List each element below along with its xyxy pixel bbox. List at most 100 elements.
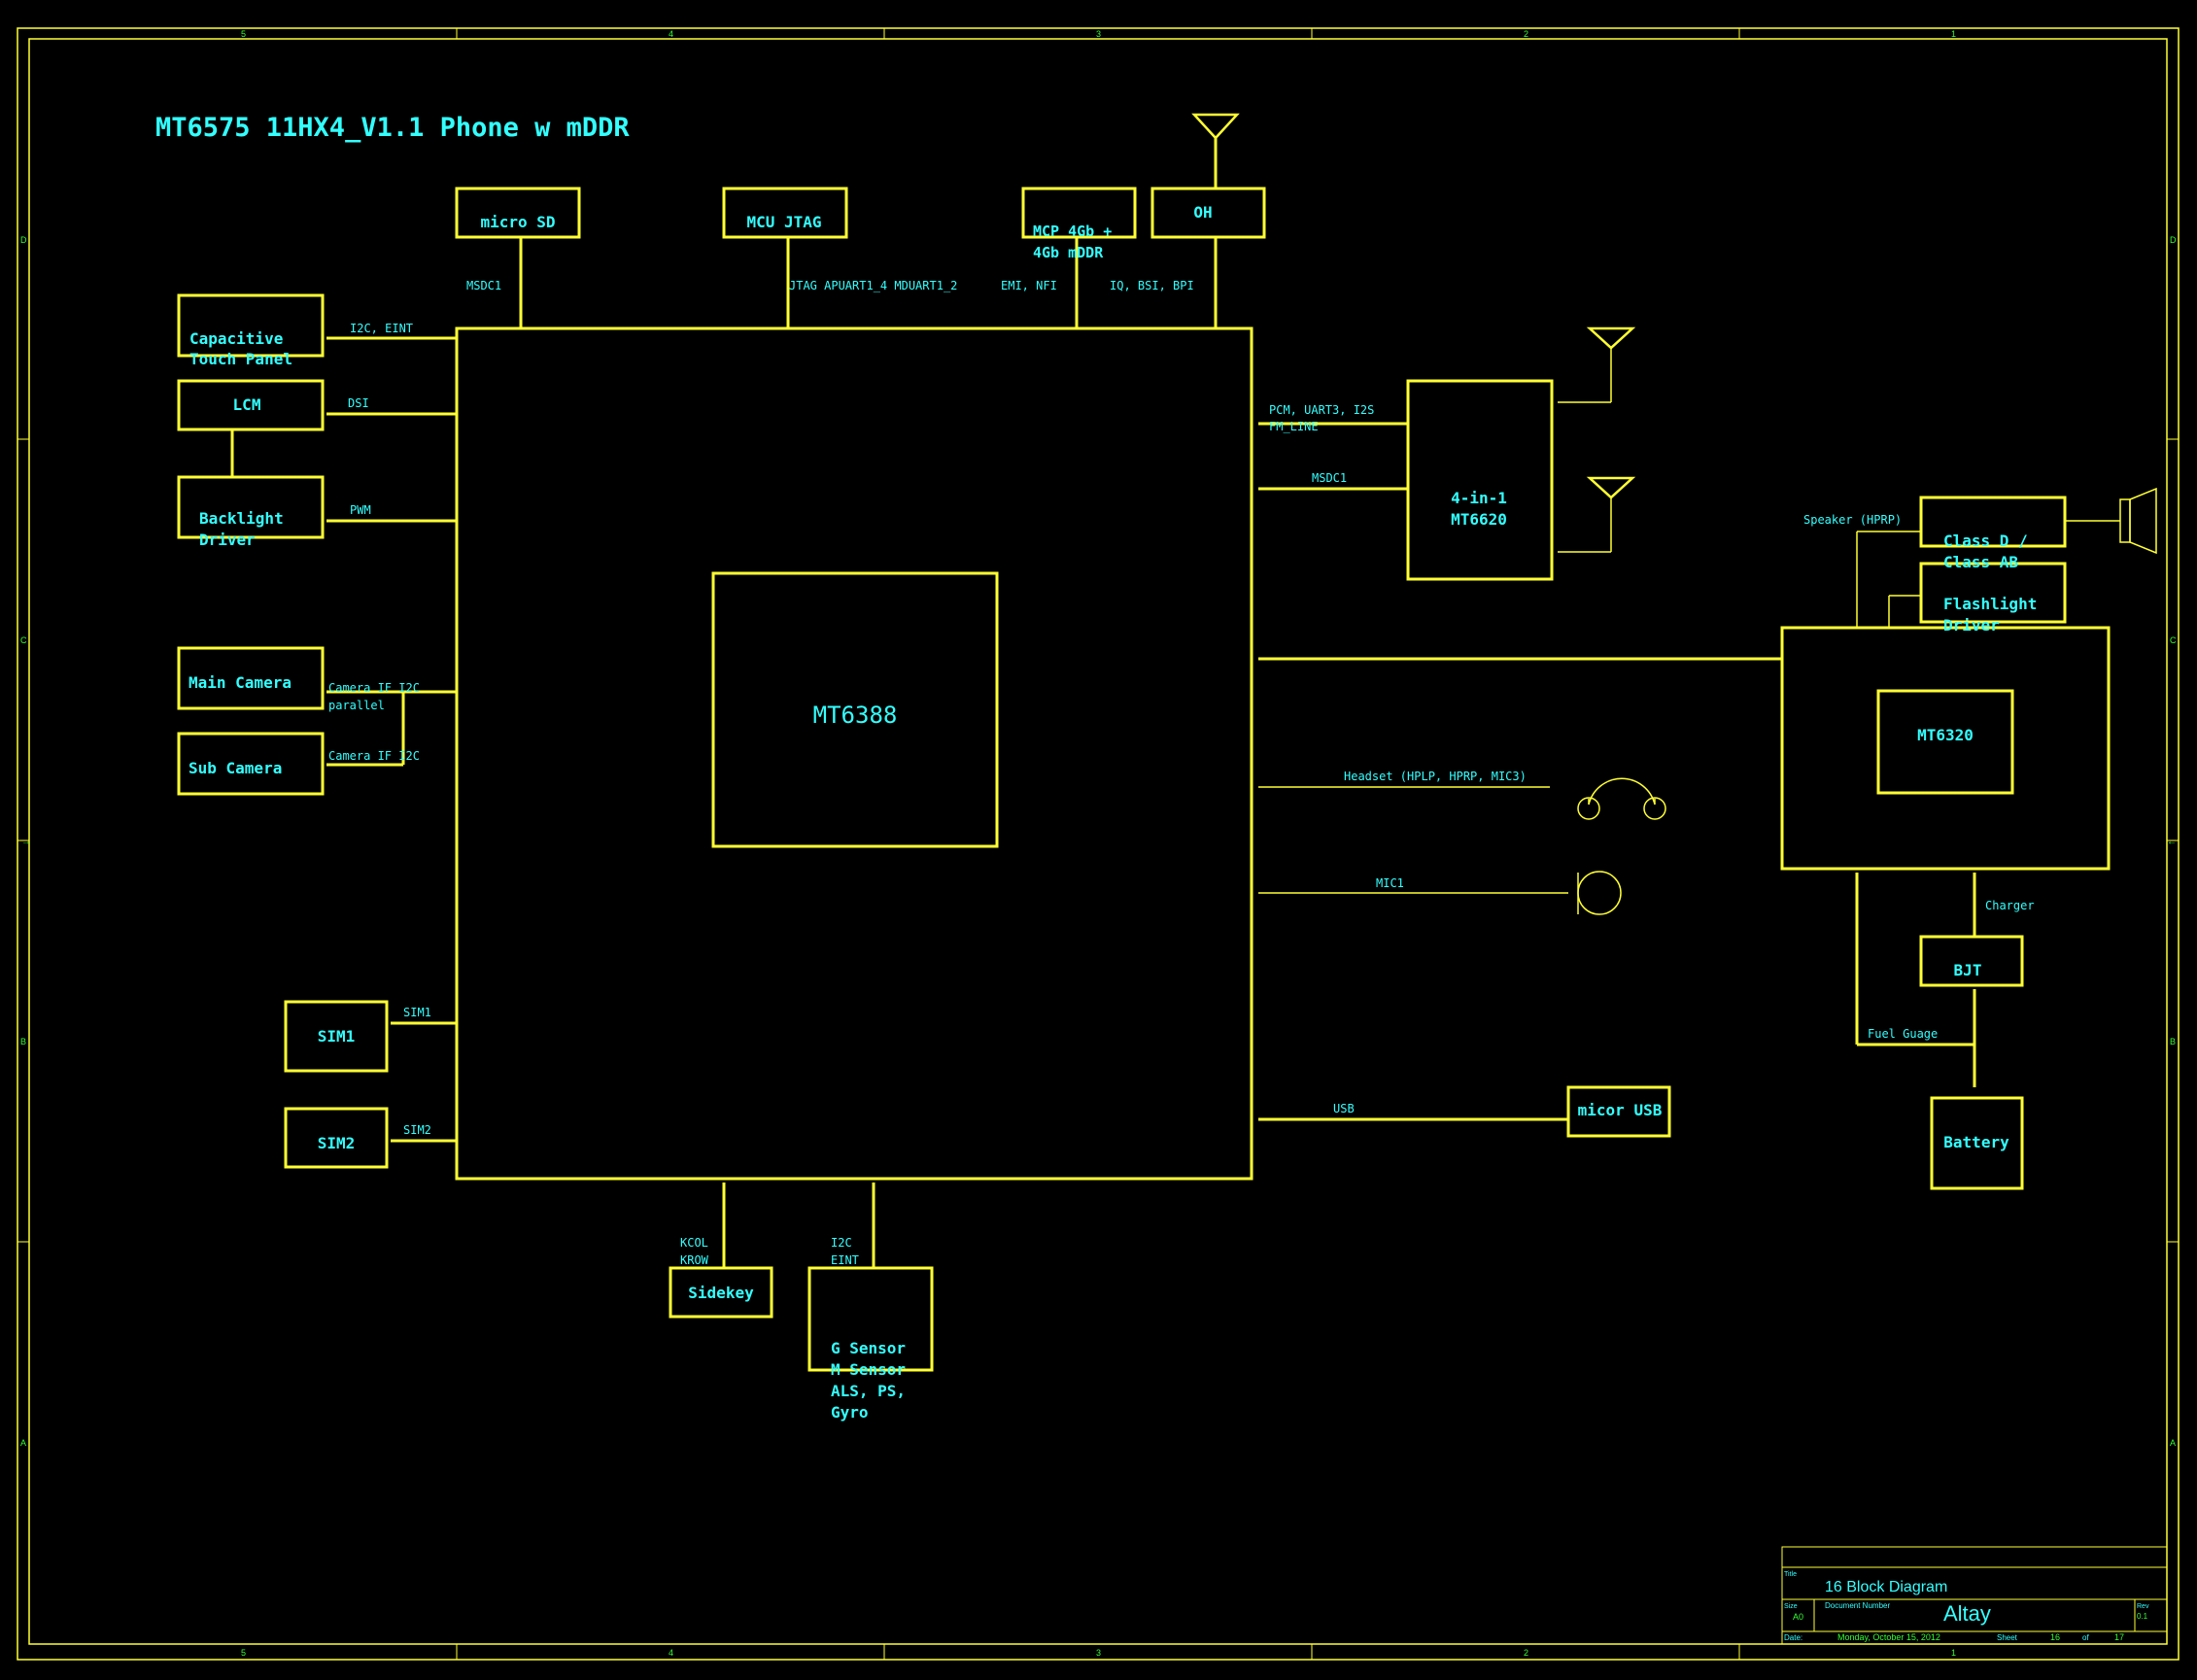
size-caption: Size [1784,1603,1798,1610]
col-label: 3 [1096,29,1101,39]
flashlight-label-line2: Driver [1943,616,2000,634]
signal-krow: KROW [680,1253,709,1267]
col-label: 2 [1524,1648,1528,1658]
micro-sd-label: micro SD [480,213,555,231]
signal-emi: EMI, NFI [1001,279,1057,292]
mcp-label-line2: 4Gb mDDR [1033,244,1104,261]
g-sensor-label-line1: G Sensor [831,1339,906,1357]
main-chip-outer [455,326,1253,1181]
micro-usb-block [1566,1085,1671,1138]
bjt-block [1919,935,2024,987]
row-label: A [2170,1438,2176,1448]
g-sensor-label-line2: M Sensor [831,1360,906,1379]
capacitive-touch-block [177,293,325,358]
col-label: 1 [1951,29,1956,39]
docnum-caption: Document Number [1825,1601,1890,1610]
col-label: 1 [1951,1648,1956,1658]
signal-i2c-bottom: I2C [831,1236,852,1250]
col-label: 4 [669,29,673,39]
battery-block [1930,1096,2024,1190]
battery-label: Battery [1943,1133,2009,1151]
row-label: B [20,1037,26,1046]
rev-value: 0.1 [2137,1612,2148,1621]
four-in-one-label-line2: MT6620 [1451,510,1507,529]
signal-iq: IQ, BSI, BPI [1110,279,1194,292]
col-label: 2 [1524,29,1528,39]
signal-camera-if-2: Camera IF I2C [328,749,420,763]
col-label: 3 [1096,1648,1101,1658]
of-caption: of [2082,1633,2089,1642]
row-label: C [20,635,27,645]
microphone-icon [1577,871,1622,915]
headphones-icon [1577,777,1666,820]
drawing-frame: → ← [17,27,2180,1661]
mcp-block [1021,187,1137,239]
micro-sd-block [455,187,581,239]
sub-camera-block [177,732,325,796]
signal-msdc1: MSDC1 [466,279,501,292]
class-d-label-line1: Class D / [1943,531,2028,550]
docnum-value: Altay [1943,1601,1991,1626]
title-caption: Title [1784,1571,1797,1578]
row-label: C [2170,635,2177,645]
signal-i2c-eint: I2C, EINT [350,322,413,335]
date-caption: Date: [1784,1633,1802,1642]
signal-pcm: PCM, UART3, I2S [1269,403,1374,417]
signal-jtag: JTAG APUART1_4 MDUART1_2 [789,279,957,292]
sheet-caption: Sheet [1997,1633,2018,1642]
backlight-label-line1: Backlight [199,509,284,528]
signal-sim2: SIM2 [403,1123,431,1137]
signal-msdc1-right: MSDC1 [1312,471,1347,485]
lcm-block [177,379,325,431]
size-value: A0 [1793,1612,1803,1622]
row-label: A [20,1438,26,1448]
flashlight-label-line1: Flashlight [1943,595,2037,613]
sidekey-block [669,1266,773,1319]
frame-marker: → [21,837,31,847]
mcu-jtag-block [722,187,848,239]
signal-speaker: Speaker (HPRP) [1803,513,1902,527]
capacitive-label-line1: Capacitive [189,329,283,348]
g-sensor-label-line4: Gyro [831,1403,869,1422]
sim1-label: SIM1 [318,1027,356,1046]
backlight-block [177,475,325,539]
row-label: D [20,235,27,245]
signal-sim1: SIM1 [403,1006,431,1019]
antenna-icon [1586,476,1636,499]
pmic-core [1876,689,2014,795]
flashlight-block [1919,562,2067,624]
backlight-label-line2: Driver [199,531,256,549]
antenna-icon [1586,326,1636,350]
row-label: D [2170,235,2177,245]
col-label: 4 [669,1648,673,1658]
main-chip-core [711,571,999,848]
of-value: 17 [2114,1632,2124,1642]
main-camera-label: Main Camera [189,673,292,692]
four-in-one-label-line1: 4-in-1 [1451,489,1507,507]
lcm-label: LCM [233,395,261,414]
oh-label: OH [1193,203,1212,222]
signal-pwm: PWM [350,503,371,517]
frame-marker: ← [2167,837,2177,847]
signal-dsi: DSI [348,396,369,410]
col-label: 5 [241,1648,246,1658]
bjt-label: BJT [1954,961,1982,979]
capacitive-label-line2: Touch Panel [189,350,292,368]
pmic-label: MT6320 [1917,726,1974,744]
row-label: B [2170,1037,2176,1046]
title-value: 16 Block Diagram [1825,1579,1947,1595]
signal-eint-bottom: EINT [831,1253,859,1267]
signal-fm-line: FM_LINE [1269,420,1319,433]
sheet-value: 16 [2050,1632,2060,1642]
signal-camera-if-1: Camera IF I2C [328,681,420,695]
sub-camera-label: Sub Camera [189,759,282,777]
g-sensor-block [807,1266,934,1372]
signal-fuel-gauge: Fuel Guage [1868,1027,1938,1041]
antenna-icon [1191,113,1240,140]
sidekey-label: Sidekey [688,1284,754,1302]
four-in-one-block [1406,379,1554,581]
mcp-label-line1: MCP 4Gb + [1033,223,1112,240]
rev-caption: Rev [2137,1603,2149,1610]
class-d-block [1919,496,2067,548]
mcu-jtag-label: MCU JTAG [746,213,821,231]
